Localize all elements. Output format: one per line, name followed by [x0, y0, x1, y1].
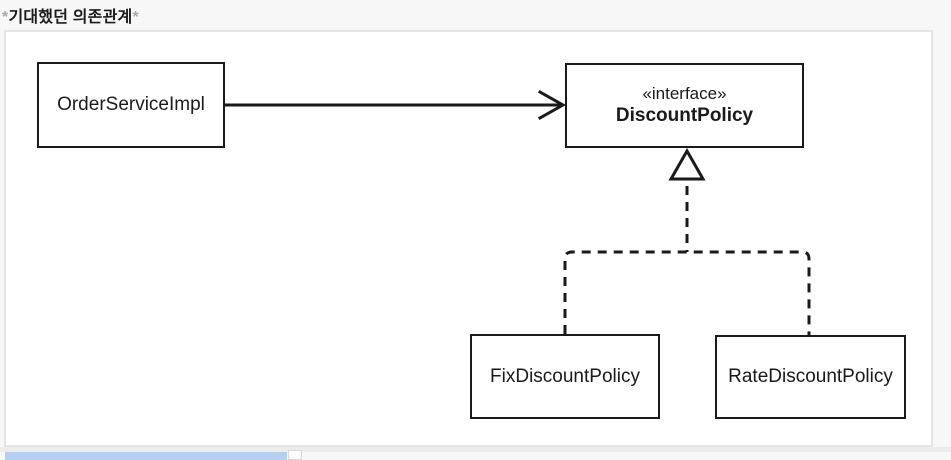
node-label: FixDiscountPolicy	[490, 365, 640, 387]
page-title-text: 기대했던 의존관계	[8, 9, 133, 26]
bottom-partial-handle	[288, 450, 302, 460]
title-asterisk-left: *	[2, 9, 9, 26]
page-title: *기대했던 의존관계*	[2, 3, 139, 27]
dependency-arrow	[225, 89, 567, 121]
node-fix-discount-policy: FixDiscountPolicy	[470, 334, 660, 419]
bottom-partial-bar	[5, 452, 287, 460]
realization-dashed-branch	[563, 250, 811, 335]
title-asterisk-right: *	[132, 9, 139, 26]
node-order-service-impl: OrderServiceImpl	[37, 62, 225, 148]
node-stereotype: «interface»	[642, 84, 727, 103]
page-divider-strip	[0, 447, 951, 452]
realization-triangle-icon	[668, 147, 706, 181]
node-label: RateDiscountPolicy	[728, 366, 893, 388]
diagram-image-panel[interactable]: OrderServiceImpl «interface» DiscountPol…	[4, 30, 933, 447]
node-discount-policy: «interface» DiscountPolicy	[565, 63, 804, 148]
node-rate-discount-policy: RateDiscountPolicy	[715, 335, 906, 419]
node-label: DiscountPolicy	[615, 105, 754, 127]
node-label: OrderServiceImpl	[57, 94, 205, 116]
